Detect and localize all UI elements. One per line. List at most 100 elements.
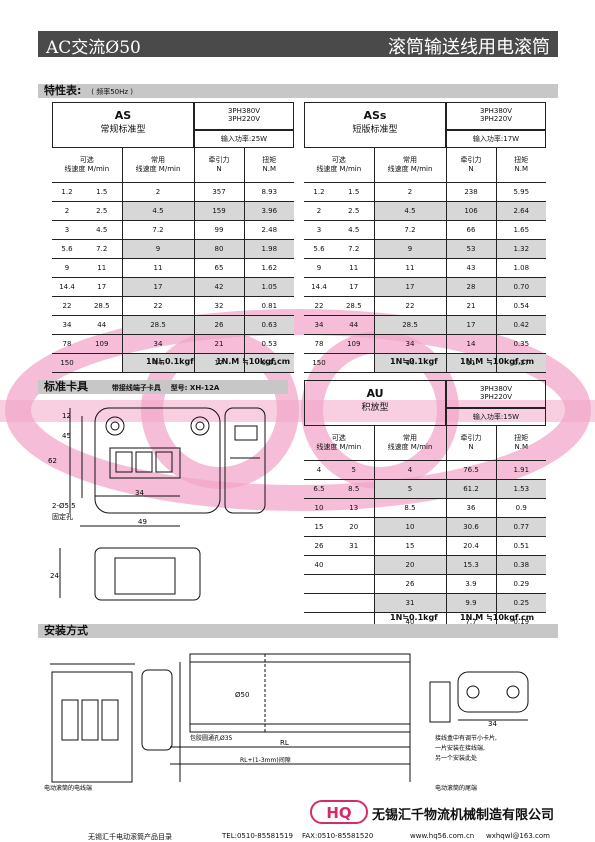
table-cell: 1.5 — [82, 182, 122, 202]
hdr-text: N — [468, 443, 474, 451]
hdr-text: 线速度 M/min — [387, 443, 433, 451]
table-cell: 11 — [334, 258, 374, 278]
table-cell: 1.32 — [495, 239, 546, 259]
table-cell: 21 — [445, 296, 496, 316]
table-cell: 11 — [445, 353, 496, 373]
hdr-text: N.M — [514, 443, 528, 451]
table-cell: 30.6 — [445, 517, 496, 537]
table-cell — [334, 593, 374, 613]
au-voltage1: 3PH380V — [479, 385, 513, 393]
company-name: 无锡汇千物流机械制造有限公司 — [372, 808, 555, 823]
table-cell: 4 — [373, 460, 446, 480]
hdr-text: 牵引力 — [460, 156, 482, 164]
table-cell: 0.54 — [495, 296, 546, 316]
table-cell: 22 — [304, 296, 334, 316]
table-cell: 6.5 — [304, 479, 334, 499]
hdr-text: 常用 — [403, 156, 417, 164]
table-cell: 43 — [445, 258, 496, 278]
table-cell: 10 — [373, 517, 446, 537]
table-cell: 0.51 — [495, 536, 546, 556]
hdr-text: 线速度 M/min — [387, 165, 433, 173]
table-cell: 0.35 — [495, 334, 546, 354]
table-cell: 15 — [304, 517, 334, 537]
table-cell: 2 — [121, 182, 194, 202]
table-cell: 9.9 — [445, 593, 496, 613]
table-cell: 4.5 — [334, 220, 374, 240]
table-cell: 15.3 — [445, 555, 496, 575]
table-cell: 40 — [304, 555, 334, 575]
table-cell: 20 — [334, 517, 374, 537]
install-note-2: 一片安装在接线端, — [435, 744, 485, 752]
section-clip-desc: 带接线端子卡具 — [111, 384, 161, 392]
au-name: AU — [366, 387, 384, 400]
table-cell: 42 — [193, 277, 244, 297]
table-cell: 26 — [304, 536, 334, 556]
dim-34: 34 — [135, 489, 144, 497]
table-cell: 17 — [373, 277, 446, 297]
rl-plus-label: RL+(1-3mm)间隙 — [240, 756, 291, 764]
table-cell: 2.64 — [495, 201, 546, 221]
table-cell: 61.2 — [445, 479, 496, 499]
table-cell: 8.5 — [373, 498, 446, 518]
section-install-label: 安装方式 — [44, 624, 88, 637]
table-cell: 5 — [373, 479, 446, 499]
ass-voltage: 3PH380V 3PH220V — [446, 102, 546, 130]
dim-hole: 2-Ø5.5 — [52, 502, 76, 510]
hdr-text: 扭矩 — [514, 434, 529, 442]
table-cell: 0.38 — [495, 555, 546, 575]
footer-web: www.hq56.com.cn — [410, 832, 475, 840]
table-cell: 17 — [121, 277, 194, 297]
table-cell: 28.5 — [121, 315, 194, 335]
table-cell: 2 — [52, 201, 82, 221]
table-cell: 4.5 — [82, 220, 122, 240]
table-cell: 7.2 — [82, 239, 122, 259]
table-cell: 44 — [334, 315, 374, 335]
table-cell: 22 — [373, 296, 446, 316]
table-cell: 0.29 — [495, 574, 546, 594]
table-cell: 17 — [445, 315, 496, 335]
footer-catalog: 无锡汇千电动滚筒产品目录 — [88, 833, 172, 841]
table-cell: 10 — [304, 498, 334, 518]
hdr-text: 可选 — [79, 156, 94, 164]
table-cell: 44 — [121, 353, 194, 373]
table-cell: 7.2 — [373, 220, 446, 240]
table-cell: 0.41 — [243, 353, 294, 373]
table-cell: 9 — [373, 239, 446, 259]
table-cell: 5 — [334, 460, 374, 480]
table-cell: 1.65 — [495, 220, 546, 240]
hdr-text: 可选 — [331, 156, 346, 164]
footer-fax: FAX:0510-85581520 — [302, 832, 374, 840]
table-cell: 11 — [373, 258, 446, 278]
au-unit-n: 1N≒0.1kgf — [390, 613, 438, 622]
table-cell: 0.25 — [495, 593, 546, 613]
as-voltage2: 3PH220V — [227, 115, 261, 123]
ass-power: 输入功率:17W — [446, 130, 546, 148]
table-cell: 22 — [52, 296, 82, 316]
ass-voltage1: 3PH380V — [479, 107, 513, 115]
table-cell: 150 — [304, 353, 334, 373]
table-cell: 28.5 — [82, 296, 122, 316]
table-cell: 5.6 — [52, 239, 82, 259]
table-cell: 0.9 — [495, 498, 546, 518]
hdr-text: 线速度 M/min — [316, 165, 362, 173]
table-cell: 4.5 — [373, 201, 446, 221]
table-cell: 3 — [304, 220, 334, 240]
au-voltage: 3PH380V 3PH220V — [446, 380, 546, 408]
ass-header-optional: 可选线速度 M/min — [304, 148, 374, 183]
hdr-text: N.M — [262, 165, 276, 173]
hole-label: 固定孔 — [52, 512, 73, 521]
table-cell: 0.53 — [243, 334, 294, 354]
dim-45: 45 — [62, 432, 71, 440]
table-cell: 36 — [445, 498, 496, 518]
